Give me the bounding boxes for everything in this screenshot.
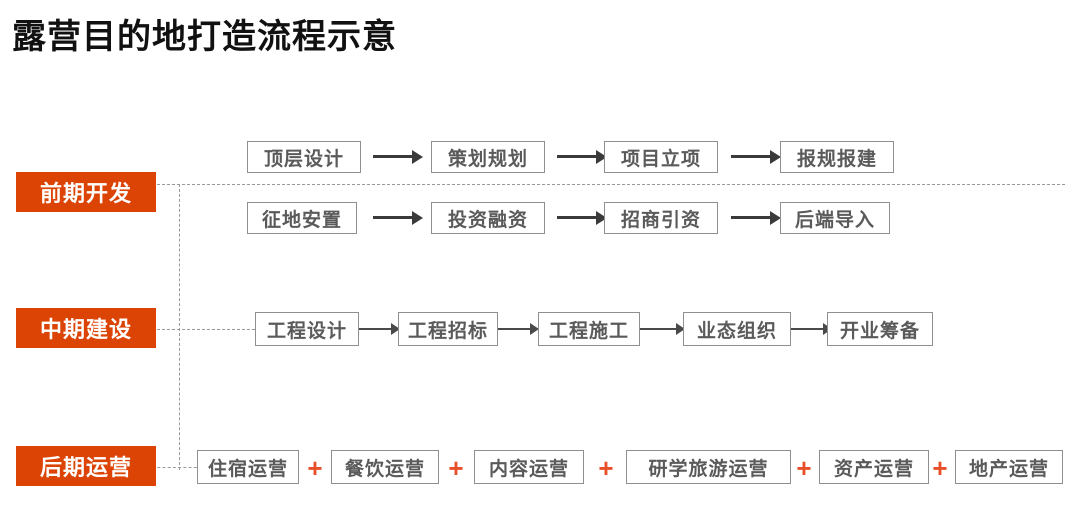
arrow-shaft <box>557 155 596 158</box>
process-box-late-1[interactable]: 住宿运营 <box>197 450 299 484</box>
arrow-early-2-3 <box>731 211 781 225</box>
arrow-shaft <box>359 328 391 330</box>
process-box-mid-3[interactable]: 工程施工 <box>538 312 640 346</box>
process-box-mid-2[interactable]: 工程招标 <box>398 312 498 346</box>
process-box-early-2-4[interactable]: 后端导入 <box>780 202 890 234</box>
arrow-early-1-2 <box>557 150 607 164</box>
process-box-late-5[interactable]: 资产运营 <box>819 450 929 484</box>
stage-label-early-text: 前期开发 <box>39 181 132 206</box>
arrow-shaft <box>498 328 530 330</box>
process-box-label: 工程招标 <box>407 320 488 342</box>
arrow-head <box>596 150 607 164</box>
process-box-early-1-2[interactable]: 策划规划 <box>431 141 545 173</box>
process-box-late-3[interactable]: 内容运营 <box>474 450 584 484</box>
process-box-early-1-4[interactable]: 报规报建 <box>780 141 894 173</box>
arrow-head <box>412 211 423 225</box>
arrow-early-2-2 <box>557 211 607 225</box>
arrow-head <box>770 211 781 225</box>
arrow-mid-4 <box>791 323 832 335</box>
arrow-shaft <box>791 328 823 330</box>
arrow-shaft <box>373 216 412 219</box>
process-box-late-4[interactable]: 研学旅游运营 <box>626 450 791 484</box>
arrow-shaft <box>640 328 676 330</box>
process-box-label: 业态组织 <box>696 320 777 342</box>
dashed-line-mid-horizontal <box>152 329 260 330</box>
stage-label-late[interactable]: 后期运营 <box>16 446 156 486</box>
stage-label-mid-text: 中期建设 <box>39 317 132 342</box>
process-box-early-2-1[interactable]: 征地安置 <box>247 202 357 234</box>
arrow-shaft <box>731 155 770 158</box>
plus-separator-3: + <box>598 453 614 483</box>
process-box-mid-5[interactable]: 开业筹备 <box>827 312 933 346</box>
process-box-mid-4[interactable]: 业态组织 <box>683 312 791 346</box>
process-box-label: 工程施工 <box>548 320 629 342</box>
process-box-mid-1[interactable]: 工程设计 <box>255 312 359 346</box>
process-box-label: 策划规划 <box>447 148 528 170</box>
process-box-label: 顶层设计 <box>263 148 344 170</box>
arrow-shaft <box>557 216 596 219</box>
process-box-late-2[interactable]: 餐饮运营 <box>331 450 439 484</box>
arrow-shaft <box>731 216 770 219</box>
plus-separator-4: + <box>796 453 812 483</box>
arrow-mid-3 <box>640 323 685 335</box>
arrow-head <box>676 323 685 335</box>
arrow-head <box>530 323 539 335</box>
arrow-head <box>412 150 423 164</box>
process-box-early-1-3[interactable]: 项目立项 <box>604 141 718 173</box>
arrow-mid-1 <box>359 323 400 335</box>
dashed-line-vertical-spine <box>179 184 180 470</box>
arrow-early-2-1 <box>373 211 423 225</box>
process-box-label: 资产运营 <box>833 458 914 480</box>
process-box-early-1-1[interactable]: 顶层设计 <box>247 141 361 173</box>
dashed-line-late-horizontal <box>152 467 202 468</box>
arrow-head <box>596 211 607 225</box>
process-box-label: 后端导入 <box>794 209 875 231</box>
process-box-label: 住宿运营 <box>207 458 288 480</box>
arrow-early-1-1 <box>373 150 423 164</box>
dashed-line-early-horizontal <box>152 184 1065 185</box>
process-box-early-2-3[interactable]: 招商引资 <box>604 202 718 234</box>
arrow-head <box>770 150 781 164</box>
arrow-head <box>391 323 400 335</box>
process-box-label: 开业筹备 <box>839 320 920 342</box>
stage-label-early[interactable]: 前期开发 <box>16 172 156 212</box>
plus-separator-5: + <box>932 453 948 483</box>
arrow-early-1-3 <box>731 150 781 164</box>
process-box-label: 地产运营 <box>968 458 1049 480</box>
stage-label-mid[interactable]: 中期建设 <box>16 308 156 348</box>
process-box-label: 研学旅游运营 <box>648 458 769 480</box>
process-box-label: 报规报建 <box>796 148 877 170</box>
plus-separator-1: + <box>307 453 323 483</box>
arrow-mid-2 <box>498 323 539 335</box>
plus-separator-2: + <box>448 453 464 483</box>
process-box-label: 内容运营 <box>488 458 569 480</box>
process-box-label: 工程设计 <box>266 320 347 342</box>
process-box-label: 征地安置 <box>261 209 342 231</box>
process-box-label: 招商引资 <box>620 209 701 231</box>
arrow-shaft <box>373 155 412 158</box>
process-box-early-2-2[interactable]: 投资融资 <box>431 202 545 234</box>
page-title: 露营目的地打造流程示意 <box>12 18 397 56</box>
process-box-label: 项目立项 <box>620 148 701 170</box>
process-box-label: 餐饮运营 <box>344 458 425 480</box>
stage-label-late-text: 后期运营 <box>39 455 132 480</box>
process-box-late-6[interactable]: 地产运营 <box>955 450 1063 484</box>
process-box-label: 投资融资 <box>447 209 528 231</box>
